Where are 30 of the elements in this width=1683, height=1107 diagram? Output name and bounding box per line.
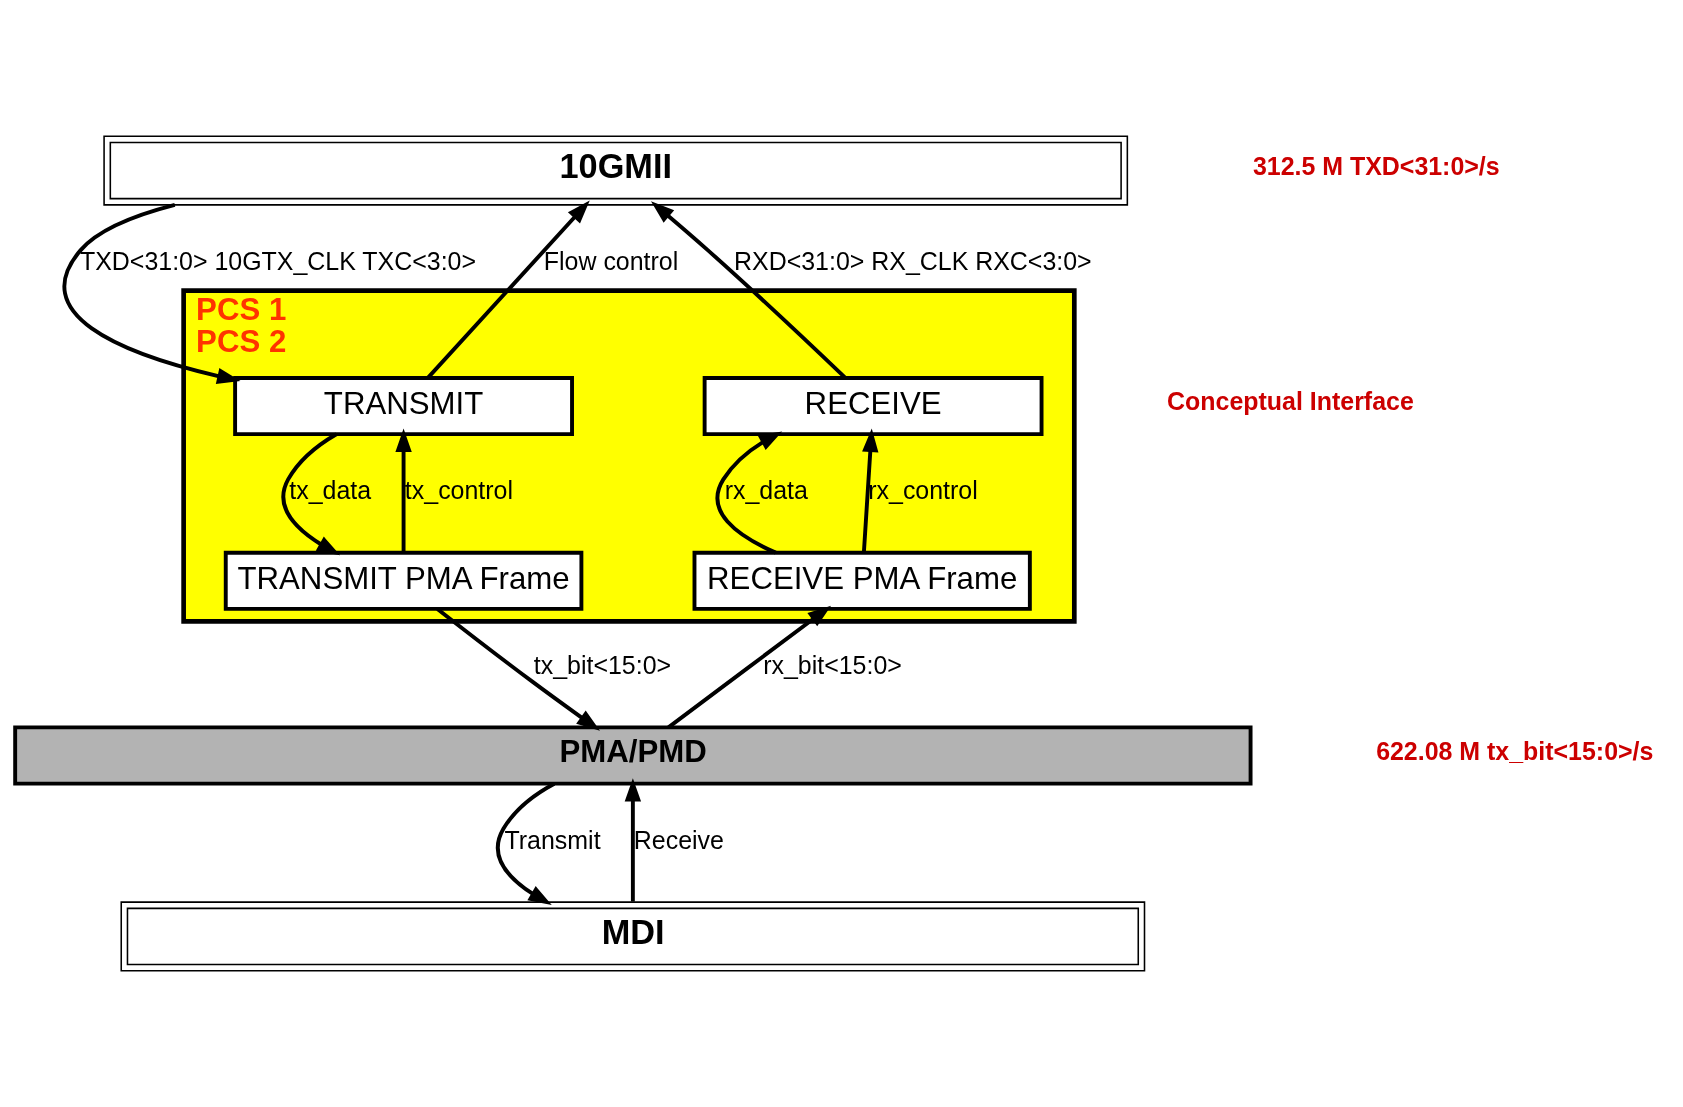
label: 312.5 M TXD<31:0>/s — [1252, 151, 1500, 180]
arrow — [62, 203, 241, 384]
edge-label: rx_data — [724, 476, 808, 505]
arrow — [715, 431, 783, 555]
node-box: TRANSMIT PMA Frame — [223, 550, 584, 611]
node-box: RECEIVE PMA Frame — [692, 550, 1032, 611]
node-box: 10GMII — [103, 135, 1129, 206]
edge-label: rx_bit<15:0> — [763, 651, 902, 680]
edge-label: tx_control — [404, 476, 514, 505]
edge-label: TXD<31:0> 10GTX_CLK TXC<3:0> — [80, 247, 476, 276]
edge-label: tx_bit<15:0> — [533, 651, 672, 680]
arrow — [861, 428, 879, 553]
edge-label: Flow control — [543, 247, 679, 276]
arrow — [281, 432, 341, 556]
edge-label: rx_control — [868, 476, 978, 505]
arrow — [667, 605, 832, 729]
edge-label: Transmit — [504, 825, 601, 854]
edge-label: tx_data — [289, 476, 372, 505]
arrow — [624, 778, 642, 902]
arrow — [426, 200, 590, 379]
node-box: PMA/PMD — [13, 725, 1253, 786]
label: Conceptual Interface — [1167, 387, 1414, 416]
edge-label: RXD<31:0> RX_CLK RXC<3:0> — [734, 247, 1092, 276]
arrow — [436, 607, 600, 731]
label: 622.08 M tx_bit<15:0>/s — [1376, 736, 1654, 765]
arrow — [395, 428, 412, 553]
node-box: RECEIVE — [702, 376, 1044, 437]
node-box: MDI — [120, 901, 1146, 972]
node-box: TRANSMIT — [233, 376, 574, 437]
edge-label: Receive — [633, 825, 724, 854]
